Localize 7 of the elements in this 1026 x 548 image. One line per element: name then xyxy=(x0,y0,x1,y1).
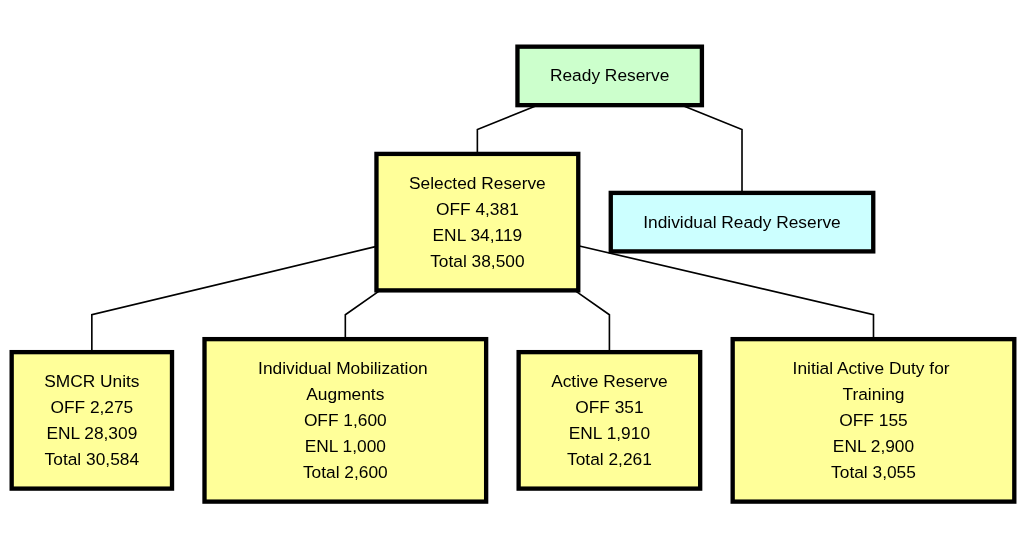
node-box: Initial Active Duty for Training OFF 155 ENL 2,900 Total 3,055 xyxy=(730,336,1017,504)
node-box: SMCR Units OFF 2,275 ENL 28,309 Total 30,584 xyxy=(9,349,175,491)
node-box: Selected Reserve OFF 4,381 ENL 34,119 Total 38,500 xyxy=(374,151,581,293)
node-box: Active Reserve OFF 351 ENL 1,910 Total 2,261 xyxy=(516,349,703,491)
node-box: Ready Reserve xyxy=(515,44,705,108)
node-box: Individual Ready Reserve xyxy=(608,190,876,254)
node-box: Individual Mobilization Augments OFF 1,600 ENL 1,000 Total 2,600 xyxy=(202,336,489,504)
